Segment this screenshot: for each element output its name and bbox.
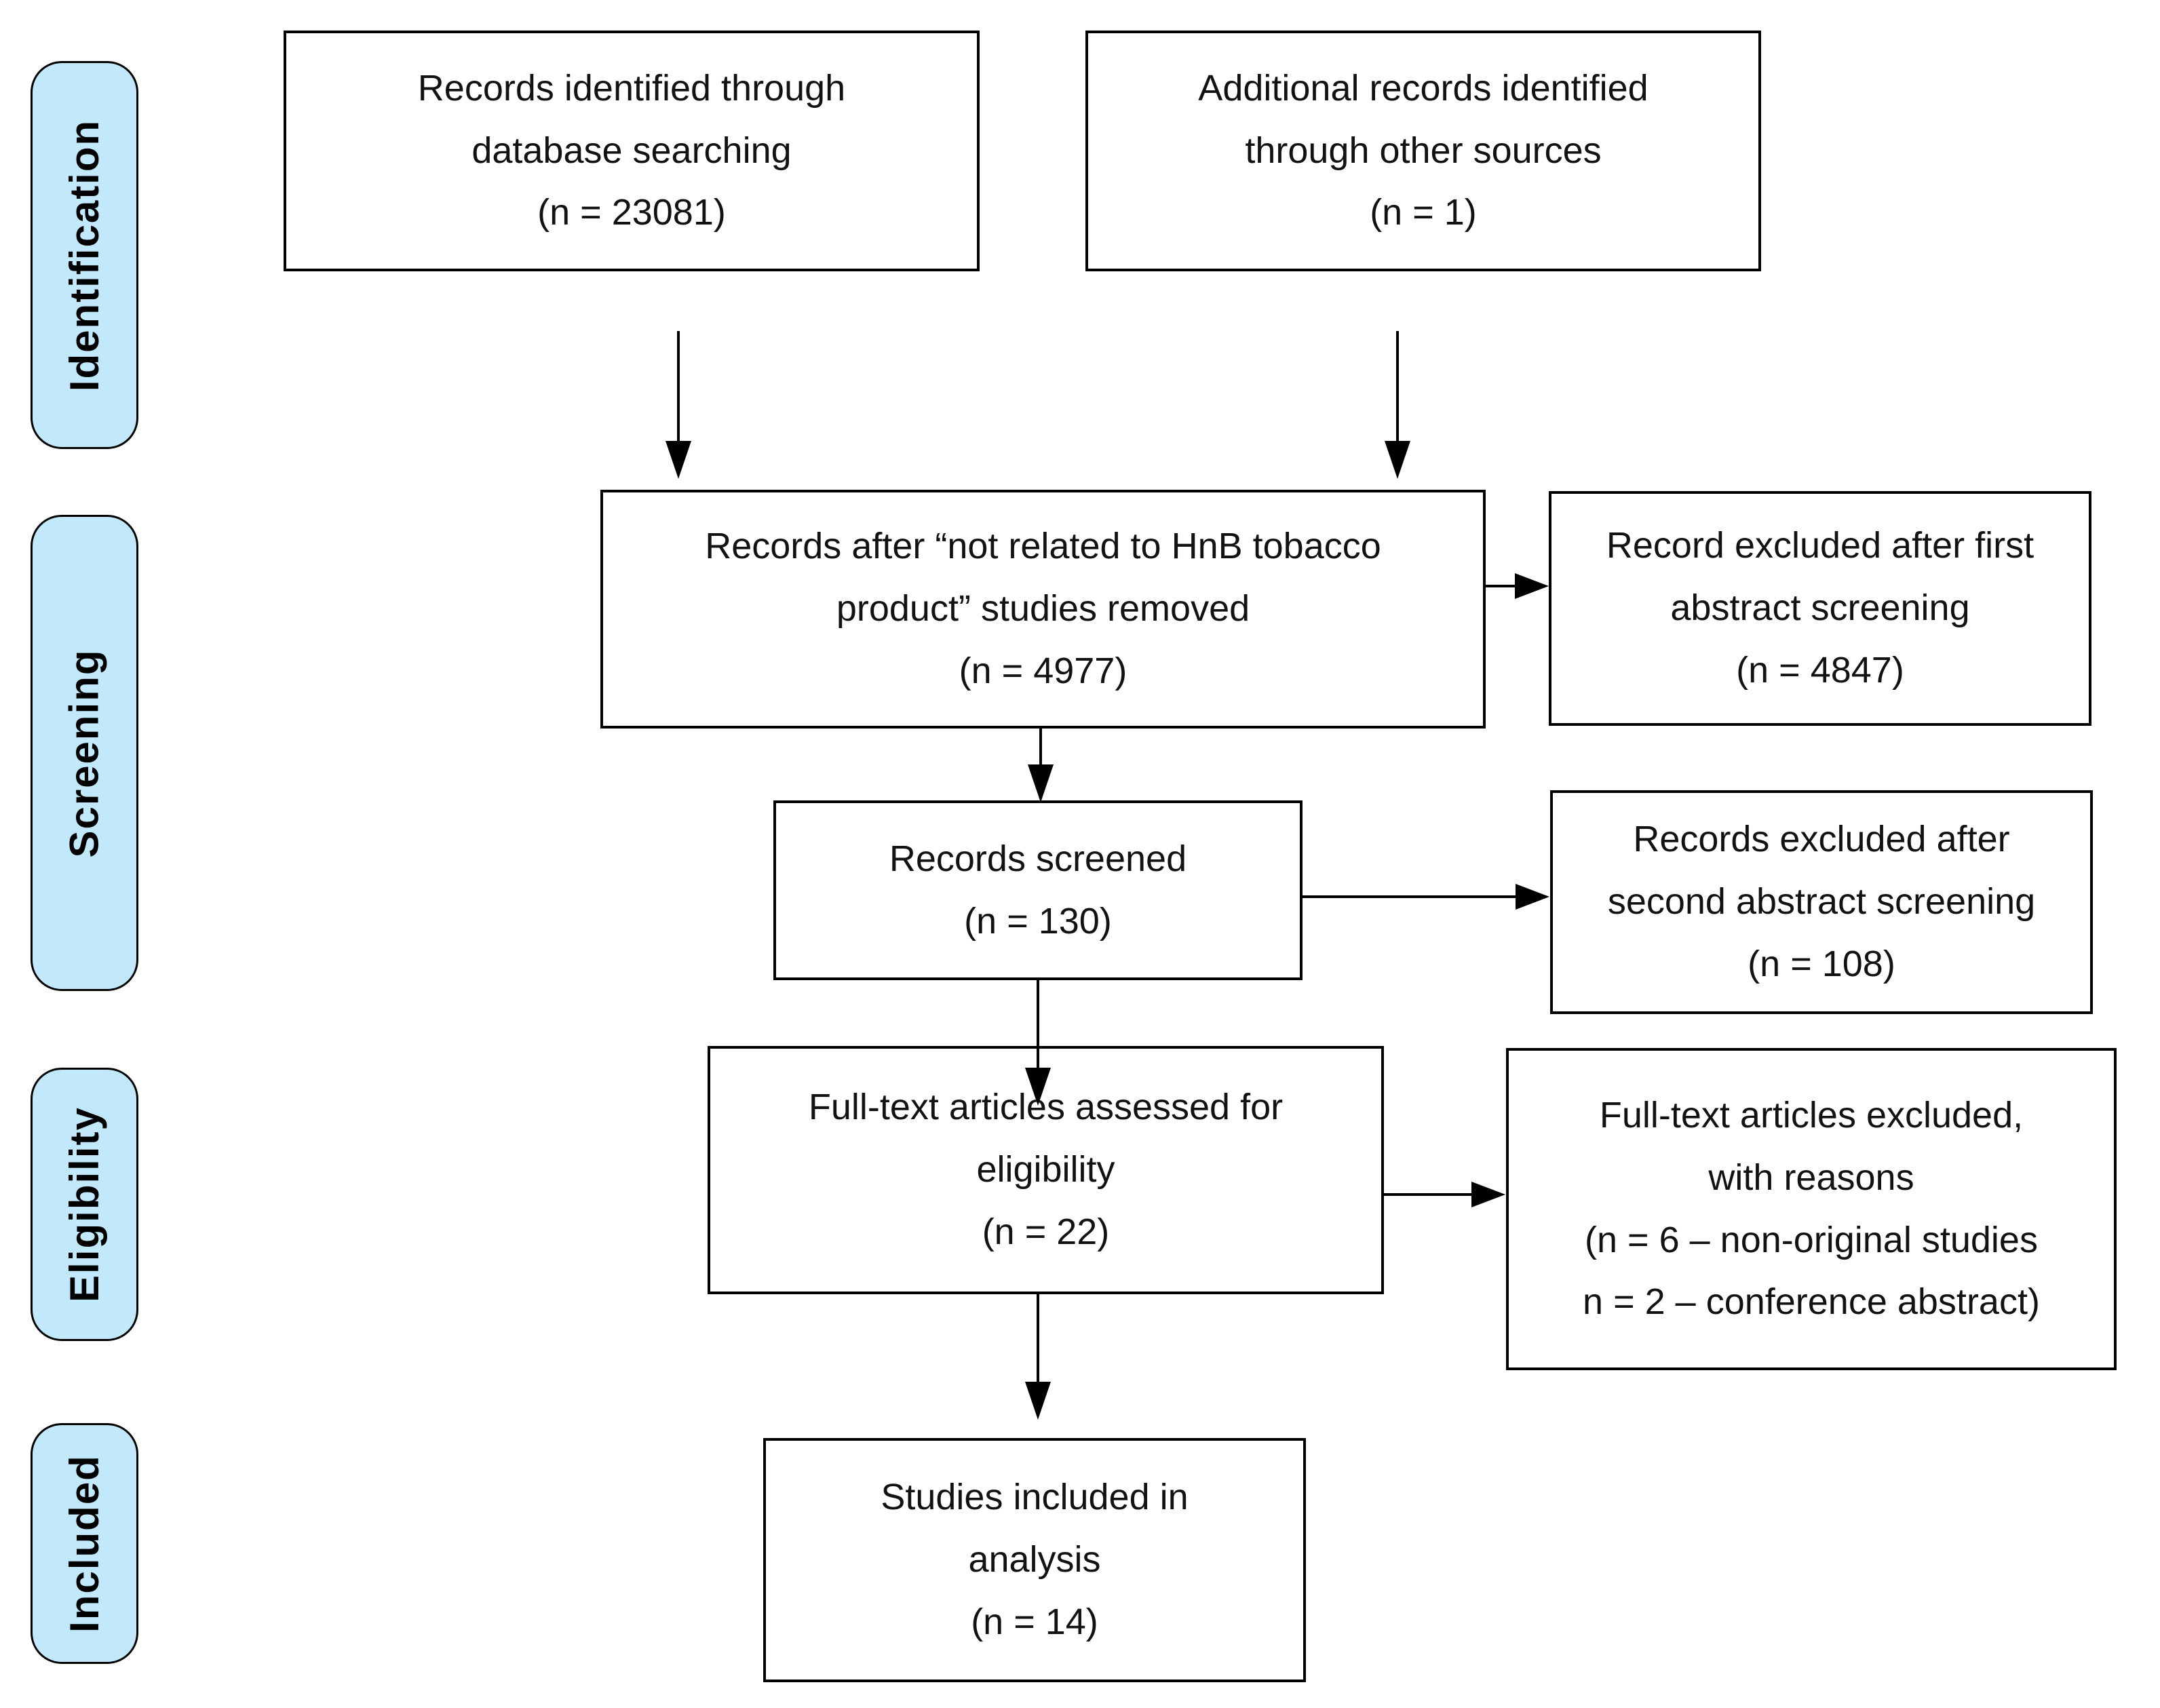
stage-identification-label: Identification — [62, 119, 107, 391]
stage-eligibility-label: Eligibility — [62, 1106, 108, 1302]
box-studies-included-text: Studies included in analysis (n = 14) — [881, 1477, 1189, 1642]
stage-included: Included — [31, 1423, 138, 1664]
arrow-removal-to-screened-head — [1028, 764, 1054, 802]
arrow-removal-to-excluded-first-head — [1515, 573, 1549, 599]
box-excluded-first-screening-text: Record excluded after first abstract scr… — [1606, 525, 2034, 691]
box-records-identified: Records identified through database sear… — [284, 31, 980, 271]
box-records-identified-text: Records identified through database sear… — [417, 67, 846, 233]
arrow-additional-down-line — [1396, 331, 1399, 441]
arrow-screened-to-excluded-second-line — [1303, 895, 1516, 898]
box-fulltext-assessed-text: Full-text articles assessed for eligibil… — [808, 1087, 1284, 1252]
arrow-fulltext-to-included-head — [1025, 1382, 1051, 1420]
box-fulltext-excluded-text: Full-text articles excluded, with reason… — [1583, 1094, 2040, 1323]
box-excluded-second-screening: Records excluded after second abstract s… — [1550, 790, 2093, 1014]
stage-screening: Screening — [31, 515, 138, 991]
box-records-after-removal: Records after “not related to HnB tobacc… — [600, 490, 1486, 729]
stage-identification: Identification — [31, 61, 138, 449]
stage-included-label: Included — [62, 1454, 107, 1633]
stage-screening-label: Screening — [62, 648, 108, 858]
arrow-fulltext-to-excluded-line — [1384, 1193, 1472, 1196]
box-excluded-first-screening: Record excluded after first abstract scr… — [1549, 491, 2091, 726]
arrow-removal-to-excluded-first-line — [1486, 585, 1516, 587]
box-records-screened: Records screened (n = 130) — [773, 800, 1303, 980]
arrow-identified-down-line — [677, 331, 680, 441]
arrow-fulltext-to-excluded-head — [1471, 1182, 1505, 1207]
box-additional-records-text: Additional records identified through ot… — [1198, 67, 1648, 233]
arrow-screened-to-excluded-second-head — [1516, 884, 1549, 910]
arrow-removal-to-screened-line — [1039, 729, 1042, 766]
stage-eligibility: Eligibility — [31, 1068, 138, 1341]
box-additional-records: Additional records identified through ot… — [1085, 31, 1761, 271]
box-fulltext-excluded: Full-text articles excluded, with reason… — [1506, 1048, 2117, 1370]
box-studies-included: Studies included in analysis (n = 14) — [763, 1438, 1306, 1682]
arrow-identified-down-head — [666, 441, 691, 479]
box-excluded-second-screening-text: Records excluded after second abstract s… — [1607, 819, 2036, 984]
arrow-additional-down-head — [1385, 441, 1410, 479]
arrow-screened-to-fulltext-head — [1025, 1068, 1051, 1106]
arrow-fulltext-to-included-line — [1037, 1294, 1039, 1382]
box-records-screened-text: Records screened (n = 130) — [889, 838, 1187, 942]
box-records-after-removal-text: Records after “not related to HnB tobacc… — [705, 526, 1381, 691]
arrow-screened-to-fulltext-line — [1037, 980, 1039, 1070]
